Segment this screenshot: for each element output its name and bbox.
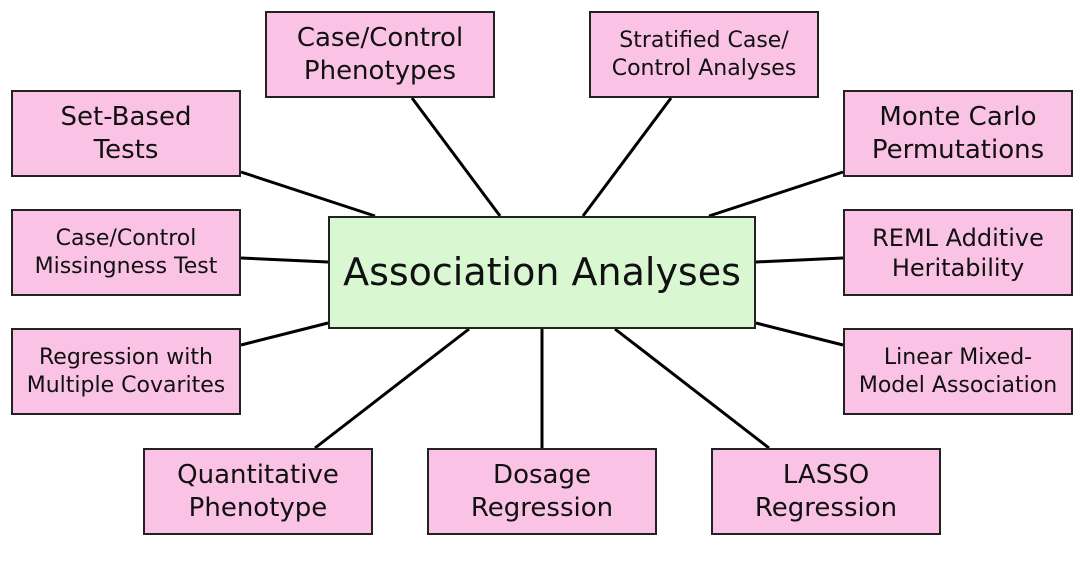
connector-regression-covariates: [240, 321, 329, 347]
node-label: Quantitative Phenotype: [177, 460, 339, 523]
node-lasso-regression: LASSO Regression: [711, 448, 941, 535]
node-label: Dosage Regression: [470, 460, 614, 523]
connector-case-control-phenotypes: [410, 97, 502, 217]
node-label: Set-Based Tests: [60, 102, 192, 165]
node-reml-heritability: REML Additive Heritability: [843, 209, 1073, 296]
node-case-control-phenotypes: Case/Control Phenotypes: [265, 11, 495, 98]
node-label: Linear Mixed- Model Association: [858, 345, 1058, 398]
connector-quantitative: [314, 327, 470, 450]
node-label: Case/Control Phenotypes: [296, 23, 464, 86]
node-label: REML Additive Heritability: [872, 223, 1044, 282]
node-set-based-tests: Set-Based Tests: [11, 90, 241, 177]
connector-lasso: [614, 327, 770, 450]
connector-monte-carlo: [708, 170, 844, 218]
node-label: LASSO Regression: [754, 460, 898, 523]
node-regression-multiple-covariates: Regression with Multiple Covarites: [11, 328, 241, 415]
connector-reml: [755, 256, 844, 264]
node-stratified-case-control: Stratified Case/ Control Analyses: [589, 11, 819, 98]
node-case-control-missingness: Case/Control Missingness Test: [11, 209, 241, 296]
node-label: Case/Control Missingness Test: [34, 226, 218, 279]
node-quantitative-phenotype: Quantitative Phenotype: [143, 448, 373, 535]
node-linear-mixed-model: Linear Mixed- Model Association: [843, 328, 1073, 415]
connector-set-based: [240, 170, 376, 218]
center-node-association-analyses: Association Analyses: [328, 216, 756, 329]
node-dosage-regression: Dosage Regression: [427, 448, 657, 535]
connector-lmm: [755, 321, 844, 347]
node-monte-carlo-permutations: Monte Carlo Permutations: [843, 90, 1073, 177]
connector-stratified: [581, 97, 673, 217]
node-label: Stratified Case/ Control Analyses: [611, 28, 797, 81]
center-label: Association Analyses: [343, 249, 741, 294]
node-label: Monte Carlo Permutations: [871, 102, 1045, 165]
connector-missingness: [240, 256, 329, 264]
node-label: Regression with Multiple Covarites: [26, 345, 226, 398]
